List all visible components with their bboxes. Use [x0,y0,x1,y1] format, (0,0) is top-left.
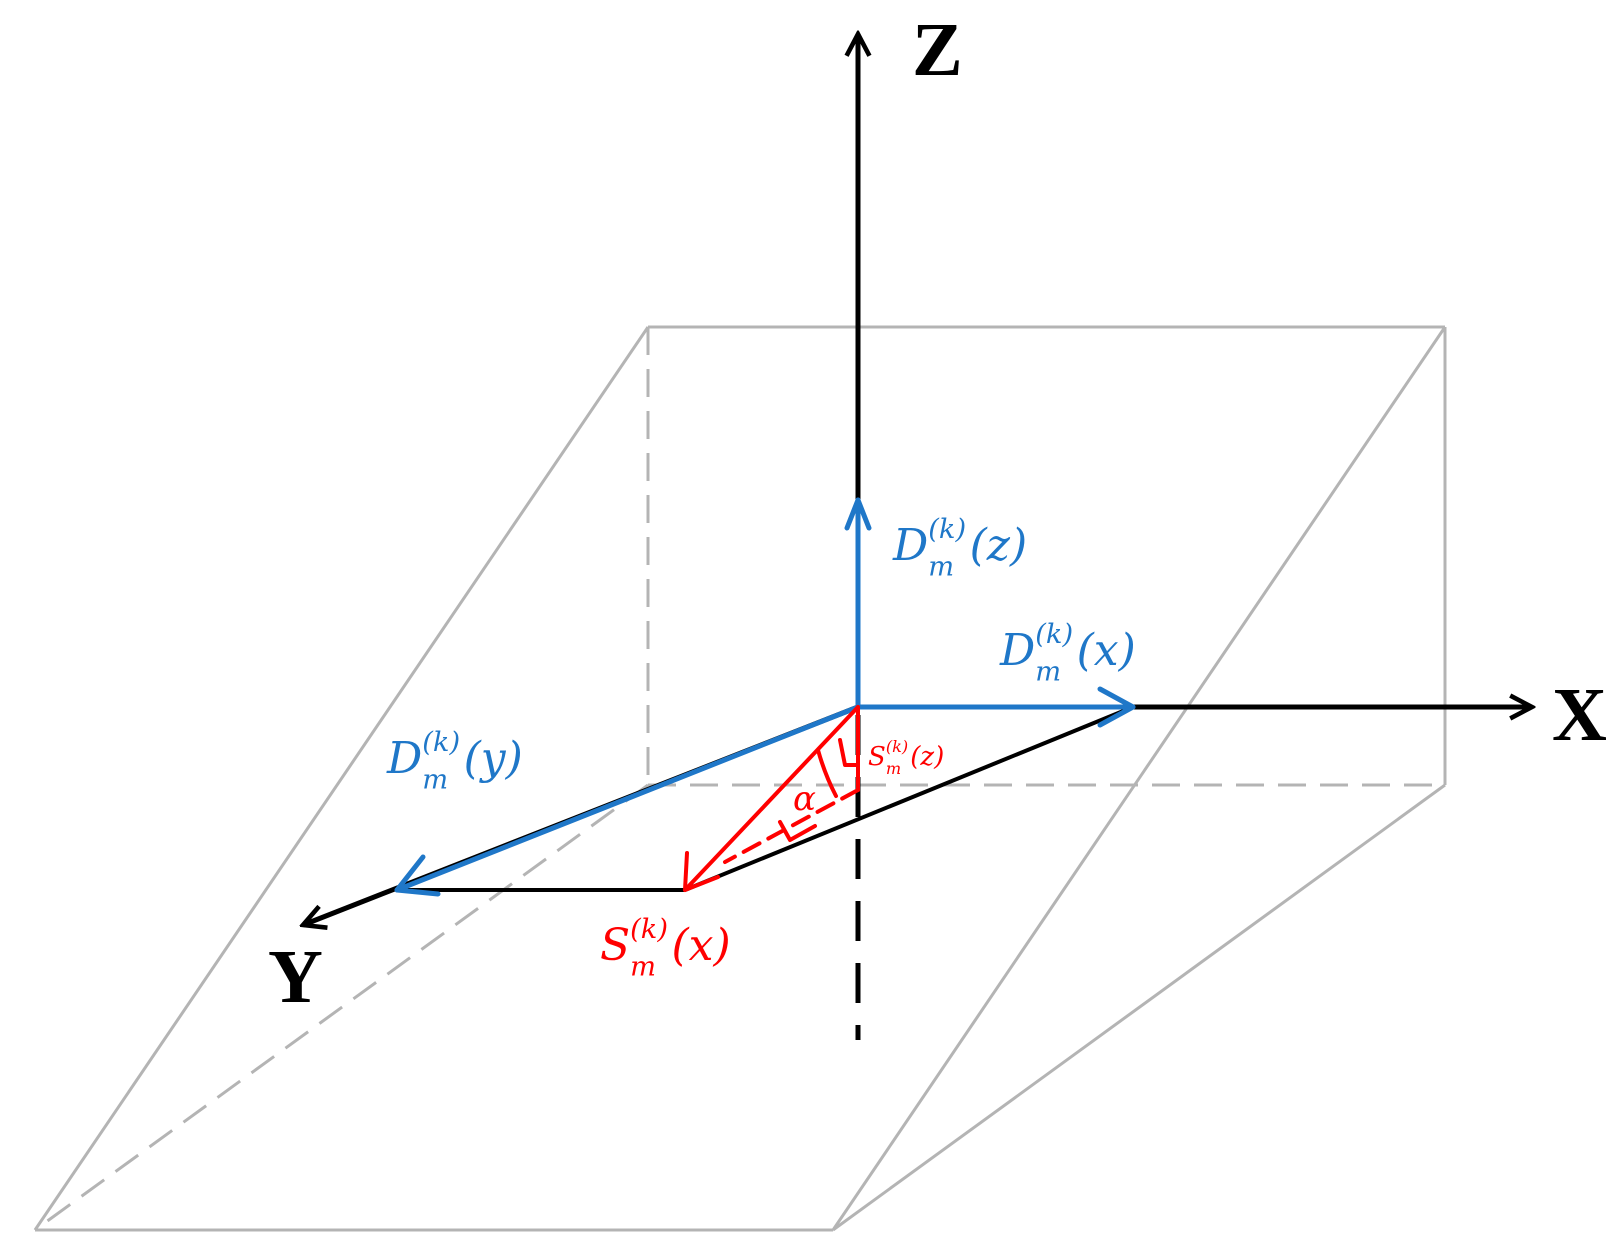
angle-arc [816,748,838,798]
sx-label: S(k) m (x) [600,914,731,982]
sx-argument: (x) [671,920,730,971]
frame-hidden-edges [34,327,1445,1232]
dz-base: D [892,520,928,571]
frame-box [33,325,1447,1232]
dx-base: D [999,625,1035,676]
frame-back-left-tilt-edge [33,326,650,1231]
sx-subscript: m [630,951,656,982]
frame-hidden-left-bottom-edge [34,783,649,1232]
sz-base: S [868,742,886,772]
dy-superscript: (k) [422,727,460,758]
dx-subscript: m [1035,656,1061,687]
z-axis-label: Z [912,8,963,92]
y-axis-label: Y [268,935,323,1019]
dy-subscript: m [422,764,448,795]
dy-base: D [386,733,422,784]
sz-label: S(k) m (z) [868,737,944,778]
dy-argument: (y) [464,733,523,784]
dy-arrowhead [394,854,441,897]
d-vectors [394,497,1136,897]
sz-subscript: m [886,759,901,778]
sz-superscript: (k) [886,737,908,756]
dy-vector [394,704,861,893]
sz-argument: (z) [910,742,944,772]
sx-arrowhead [683,851,720,892]
sx-superscript: (k) [630,914,668,945]
dx-label: D(k) m (x) [999,619,1136,687]
dx-argument: (x) [1077,625,1136,676]
sx-base: S [600,920,630,971]
right-angle-marker-lower [778,820,817,842]
dz-arrowhead [844,497,872,531]
dy-label: D(k) m (y) [386,727,523,795]
dz-label: D(k) m (z) [892,514,1027,582]
right-angle-marker-upper [838,738,860,767]
dz-subscript: m [928,551,954,582]
sz-to-sx-dashed [723,788,860,864]
dx-arrowhead [1097,686,1136,728]
dz-argument: (z) [970,520,1028,571]
dx-superscript: (k) [1035,619,1073,650]
angle-alpha-label: α [793,779,816,819]
dz-superscript: (k) [928,514,966,545]
frame-right-tilt-edge [831,326,1447,1231]
x-axis-label: X [1552,673,1607,757]
frame-right-bottom-edge [832,783,1446,1232]
s-vectors [683,705,860,892]
parallelogram-right-edge [684,705,1134,892]
sx-vector [683,705,860,892]
